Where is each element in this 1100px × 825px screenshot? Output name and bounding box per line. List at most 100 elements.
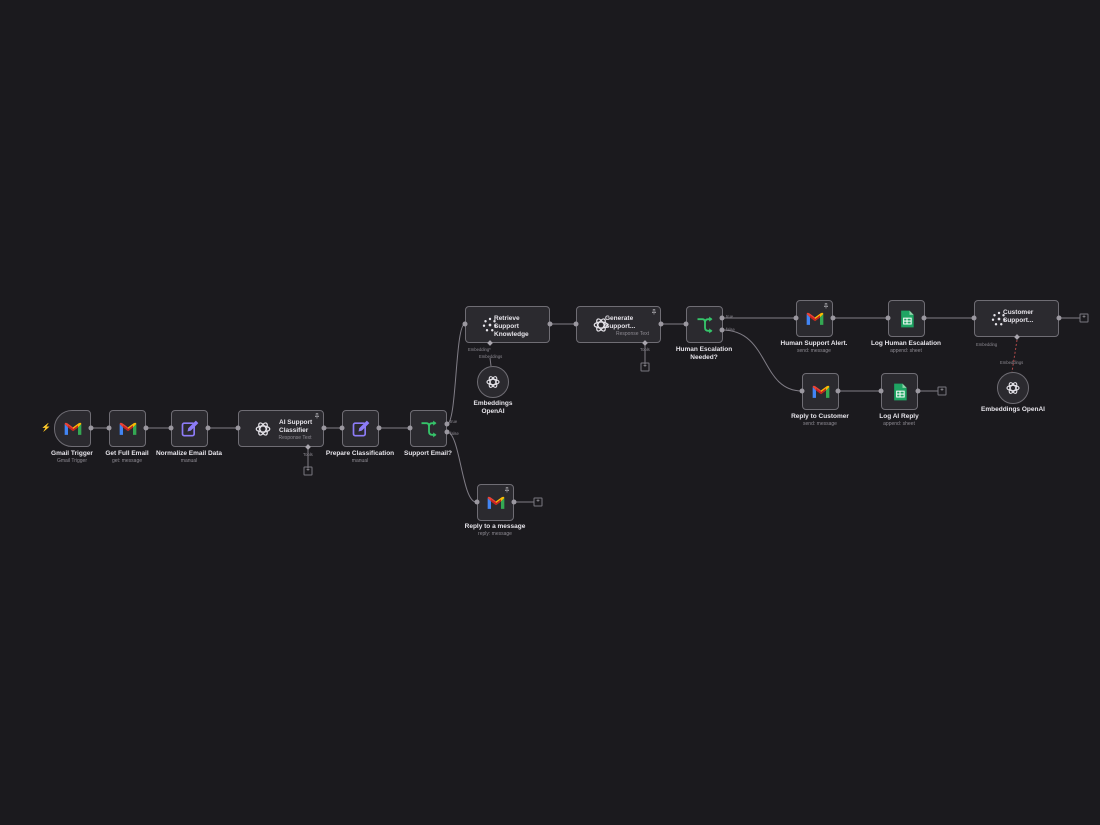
sheets-icon (890, 382, 910, 402)
wire-customer-embedding (1011, 339, 1018, 373)
node-get-full-email-label: Get Full Email get: message (72, 450, 182, 465)
node-title: Normalize Email Data (155, 450, 223, 457)
node-log-human-escalation[interactable] (888, 300, 925, 337)
connector-label-false: false (450, 431, 459, 436)
node-subtitle: Gmail Trigger (56, 458, 87, 464)
connector-label-true: true (726, 314, 734, 319)
add-node-button[interactable]: + (533, 497, 543, 507)
input-port[interactable] (799, 388, 805, 394)
input-port[interactable] (474, 499, 480, 505)
node-subtitle: Response Text (278, 435, 312, 441)
node-get-full-email[interactable] (109, 410, 146, 447)
gmail-icon (486, 493, 506, 513)
node-reply-to-message[interactable] (477, 484, 514, 521)
node-generate-support[interactable]: Generate Support... Response Text (576, 306, 661, 343)
node-customer-support[interactable]: Customer Support... (974, 300, 1059, 337)
node-title: Log Human Escalation (870, 340, 942, 347)
add-tool-button[interactable]: + (640, 362, 650, 372)
node-log-ai-reply[interactable] (881, 373, 918, 410)
connector-label-false: false (726, 327, 735, 332)
node-title: Human Support Alert. (780, 340, 848, 347)
node-embeddings-openai-1[interactable] (477, 366, 509, 398)
connector-label-embeddings: Embeddings (1000, 360, 1024, 365)
output-port[interactable] (835, 388, 841, 394)
output-port[interactable] (511, 499, 517, 505)
node-support-email-if[interactable] (410, 410, 447, 447)
node-title: Prepare Classification (325, 450, 395, 457)
input-port[interactable] (878, 388, 884, 394)
node-subtitle: send: message (803, 421, 837, 427)
node-human-support-alert[interactable] (796, 300, 833, 337)
output-port[interactable] (143, 425, 149, 431)
node-ai-classifier[interactable]: AI Support Classifier Response Text (238, 410, 324, 447)
node-human-escalation-if[interactable] (686, 306, 723, 343)
output-port[interactable] (88, 425, 94, 431)
if-branch-icon (695, 315, 715, 335)
input-port[interactable] (168, 425, 174, 431)
node-subtitle: get: message (111, 458, 143, 464)
output-port[interactable] (205, 425, 211, 431)
gmail-icon (118, 419, 138, 439)
gmail-icon (805, 309, 825, 329)
output-port[interactable] (1056, 315, 1062, 321)
add-tool-button[interactable]: + (303, 466, 313, 476)
node-embeddings-1-label: Embeddings OpenAI (463, 400, 523, 416)
node-reply-to-customer[interactable] (802, 373, 839, 410)
node-subtitle: append: sheet (883, 421, 915, 427)
openai-icon (485, 374, 501, 390)
add-node-button[interactable]: + (1079, 313, 1089, 323)
if-branch-icon (419, 419, 439, 439)
node-subtitle: manual (180, 458, 198, 464)
output-port[interactable] (547, 321, 553, 327)
node-title: Reply to Customer (791, 413, 849, 420)
node-subtitle: Response Text (616, 331, 649, 337)
wire-retrieve-embedding (489, 357, 492, 367)
wire-if-true-to-retrieve (446, 323, 466, 425)
node-reply-to-customer-label: Reply to Customer send: message (765, 413, 875, 428)
node-gmail-trigger[interactable] (54, 410, 91, 447)
node-title: Human Escalation Needed? (675, 346, 733, 361)
pin-icon (504, 487, 510, 493)
input-port[interactable] (106, 425, 112, 431)
output-port[interactable] (830, 315, 836, 321)
trigger-bolt-icon: ⚡ (41, 423, 51, 432)
node-title: Customer Support... (1003, 309, 1034, 324)
node-subtitle: manual (351, 458, 369, 464)
input-port[interactable] (235, 425, 241, 431)
input-port[interactable] (339, 425, 345, 431)
pin-icon (651, 309, 657, 315)
node-title: Embeddings OpenAI (981, 406, 1045, 413)
input-port[interactable] (407, 425, 413, 431)
node-subtitle: send: message (797, 348, 831, 354)
output-port[interactable] (921, 315, 927, 321)
input-port[interactable] (683, 321, 689, 327)
wire-if-false-to-reply (446, 431, 477, 503)
input-port[interactable] (793, 315, 799, 321)
output-port-true[interactable] (444, 421, 450, 427)
output-port-false[interactable] (719, 327, 725, 333)
node-human-support-alert-label: Human Support Alert. send: message (759, 340, 869, 355)
input-port[interactable] (462, 321, 468, 327)
output-port-false[interactable] (444, 429, 450, 435)
node-retrieve-knowledge[interactable]: Retrieve Support Knowledge (465, 306, 550, 343)
output-port[interactable] (915, 388, 921, 394)
add-node-button[interactable]: + (937, 386, 947, 396)
node-support-email-label: Support Email? (373, 450, 483, 458)
node-title: Log AI Reply (879, 413, 919, 420)
node-embeddings-openai-2[interactable] (997, 372, 1029, 404)
node-normalize-email[interactable] (171, 410, 208, 447)
output-port[interactable] (658, 321, 664, 327)
output-port[interactable] (376, 425, 382, 431)
gmail-icon (63, 419, 83, 439)
input-port[interactable] (971, 315, 977, 321)
node-prepare-classification-label: Prepare Classification manual (305, 450, 415, 465)
node-prepare-classification[interactable] (342, 410, 379, 447)
output-port[interactable] (321, 425, 327, 431)
connector-label-true: true (450, 419, 458, 424)
output-port-true[interactable] (719, 315, 725, 321)
input-port[interactable] (573, 321, 579, 327)
node-title: Generate Support... (605, 315, 636, 330)
wire-escalation-false-to-reply (721, 329, 803, 392)
input-port[interactable] (885, 315, 891, 321)
